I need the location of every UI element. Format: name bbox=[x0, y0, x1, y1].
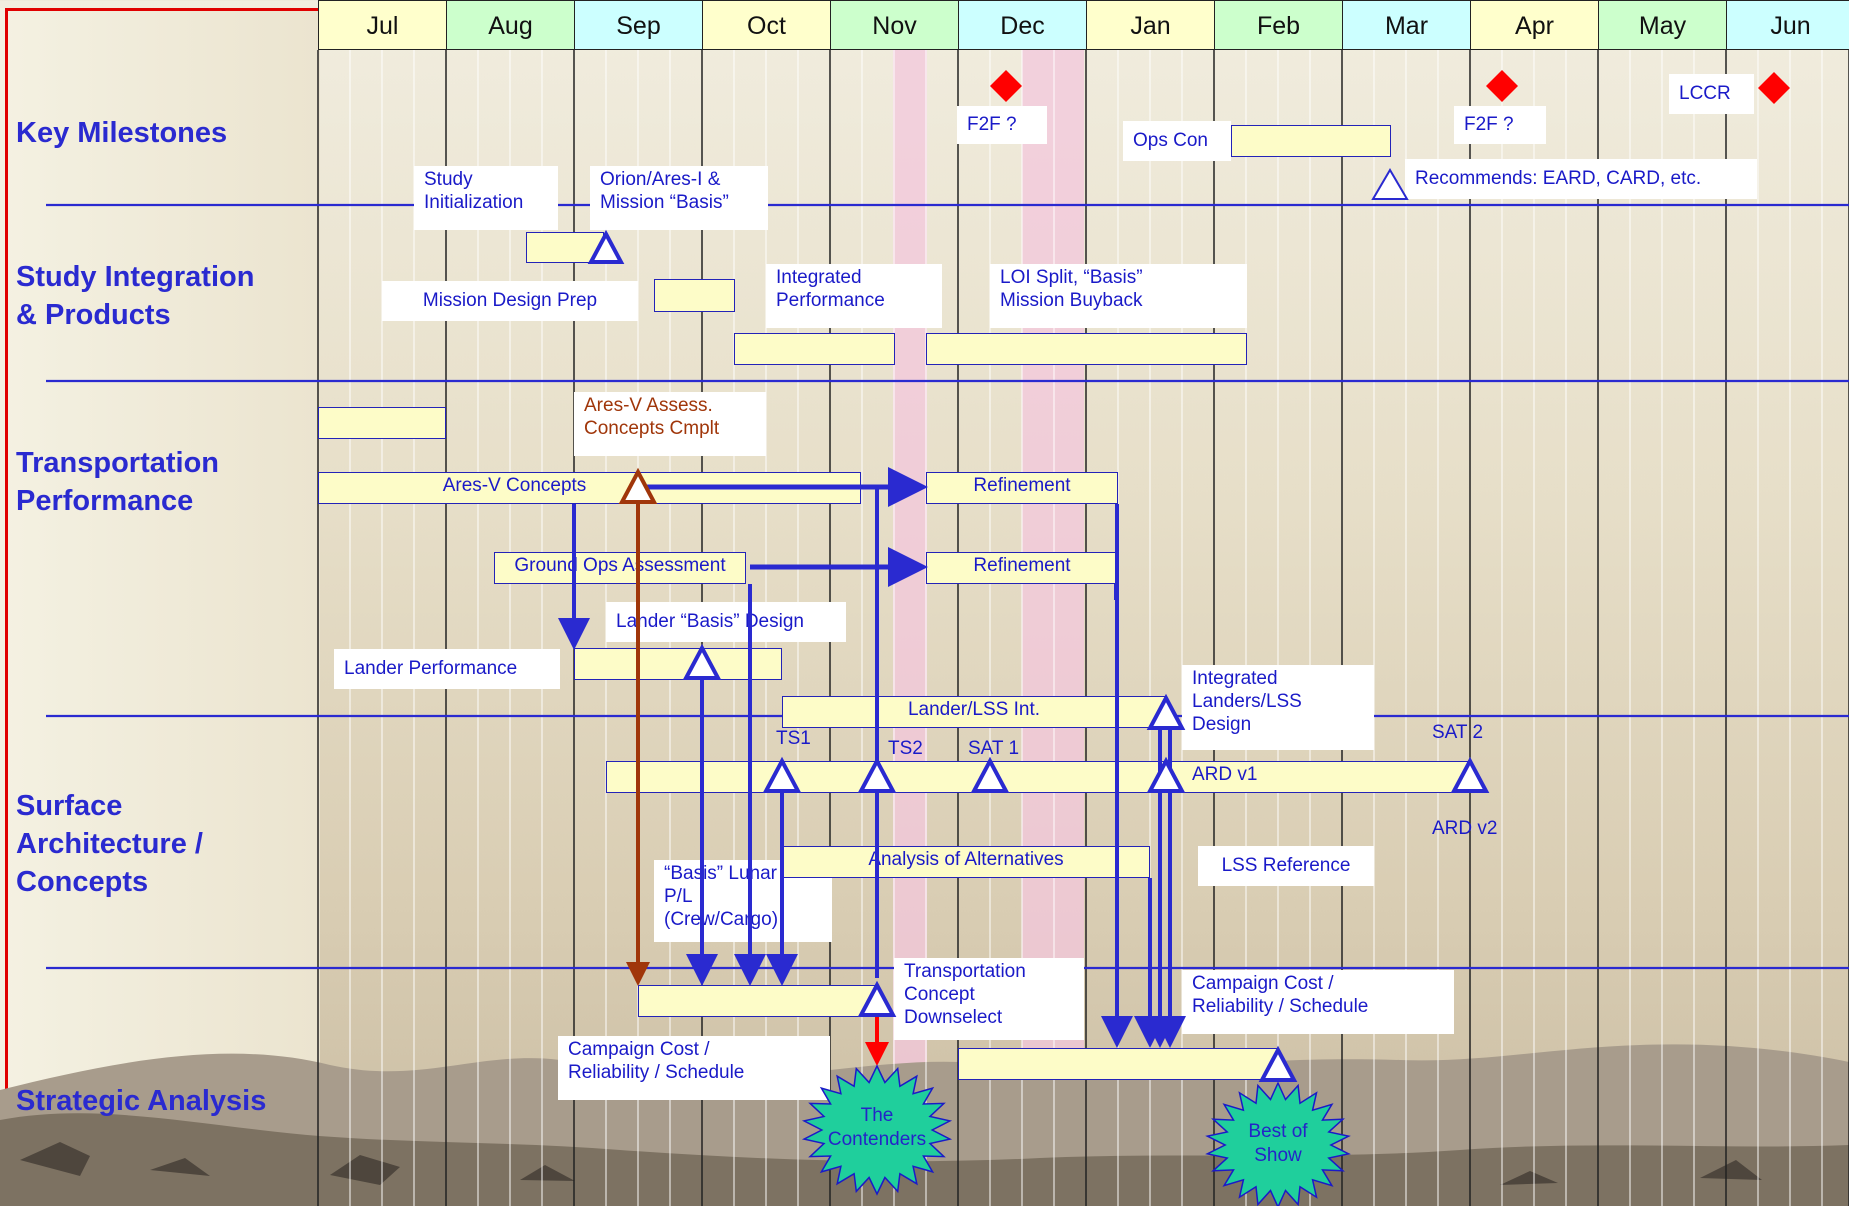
month-jun: Jun bbox=[1726, 0, 1849, 50]
row-label-strategic: Strategic Analysis bbox=[16, 1085, 267, 1117]
best-of-show-text: Best of Show bbox=[1248, 1121, 1308, 1166]
lander-lss-int-bar: Lander/LSS Int. bbox=[782, 696, 1166, 728]
row-label-surface: Surface Architecture / Concepts bbox=[16, 790, 203, 898]
ts1-label: TS1 bbox=[776, 728, 811, 749]
analysis-alt-bar: Analysis of Alternatives bbox=[782, 846, 1150, 878]
ground-ops-bar: Ground Ops Assessment bbox=[494, 552, 746, 584]
lunar-rocks bbox=[20, 1142, 1762, 1185]
month-jan: Jan bbox=[1086, 0, 1215, 50]
loi-split-bar bbox=[926, 333, 1247, 365]
month-oct: Oct bbox=[702, 0, 831, 50]
ares-v-concepts-bar: Ares-V Concepts bbox=[318, 472, 861, 504]
campaign-cost-bar bbox=[958, 1048, 1278, 1080]
downselect-bar bbox=[638, 985, 878, 1017]
ops-con-bar bbox=[1231, 125, 1391, 157]
ard-v1-bar: ARD v1 bbox=[606, 761, 1468, 793]
f2f-dec-label: F2F ? bbox=[957, 106, 1047, 144]
row-label-transportation: Transportation Performance bbox=[16, 447, 220, 517]
ard-v2-label: ARD v2 bbox=[1432, 818, 1498, 839]
lunar-foreground bbox=[0, 1113, 1849, 1206]
month-dec: Dec bbox=[958, 0, 1087, 50]
sat2-label: SAT 2 bbox=[1432, 722, 1484, 743]
left-red-border bbox=[5, 8, 8, 1206]
transport-downselect-label: Transportation Concept Downselect bbox=[894, 958, 1084, 1040]
lander-basis-label: Lander “Basis” Design bbox=[606, 602, 846, 642]
ops-con-label: Ops Con bbox=[1123, 121, 1231, 161]
lander-perf-label: Lander Performance bbox=[334, 649, 560, 689]
row-label-key-milestones: Key Milestones bbox=[16, 117, 228, 149]
month-feb: Feb bbox=[1214, 0, 1343, 50]
integrated-perf-label: Integrated Performance bbox=[766, 264, 942, 328]
month-aug: Aug bbox=[446, 0, 575, 50]
ts2-label: TS2 bbox=[888, 738, 923, 759]
study-init-label: Study Initialization bbox=[414, 166, 558, 230]
row-label-panel bbox=[0, 8, 320, 1206]
month-nov: Nov bbox=[830, 0, 959, 50]
month-mar: Mar bbox=[1342, 0, 1471, 50]
jul-transport-bar bbox=[318, 407, 446, 439]
month-may: May bbox=[1598, 0, 1727, 50]
refinement-1-bar: Refinement bbox=[926, 472, 1118, 504]
month-jul: Jul bbox=[318, 0, 447, 50]
integrated-landers-label: Integrated Landers/LSS Design bbox=[1182, 665, 1374, 750]
contenders-text: The Contenders bbox=[827, 1105, 927, 1150]
study-init-bar bbox=[526, 232, 604, 263]
month-apr: Apr bbox=[1470, 0, 1599, 50]
mission-design-prep-label: Mission Design Prep bbox=[382, 281, 638, 321]
ares-assess-label: Ares-V Assess. Concepts Cmplt bbox=[574, 392, 766, 456]
campaign-cost-left-label: Campaign Cost / Reliability / Schedule bbox=[558, 1036, 830, 1100]
mission-design-prep-bar bbox=[654, 279, 735, 312]
integrated-perf-bar bbox=[734, 333, 895, 365]
campaign-cost-right-label: Campaign Cost / Reliability / Schedule bbox=[1182, 970, 1454, 1034]
lccr-label: LCCR bbox=[1669, 74, 1754, 114]
lander-perf-bar bbox=[574, 648, 782, 680]
loi-split-label: LOI Split, “Basis” Mission Buyback bbox=[990, 264, 1247, 328]
row-label-study-integration: Study Integration & Products bbox=[16, 261, 255, 331]
orion-basis-label: Orion/Ares-I & Mission “Basis” bbox=[590, 166, 768, 230]
sat1-label: SAT 1 bbox=[968, 738, 1020, 759]
top-red-border bbox=[5, 8, 320, 11]
recommends-label: Recommends: EARD, CARD, etc. bbox=[1405, 159, 1757, 199]
refinement-2-bar: Refinement bbox=[926, 552, 1118, 584]
f2f-apr-label: F2F ? bbox=[1454, 106, 1546, 144]
lss-reference-label: LSS Reference bbox=[1198, 846, 1374, 886]
month-sep: Sep bbox=[574, 0, 703, 50]
